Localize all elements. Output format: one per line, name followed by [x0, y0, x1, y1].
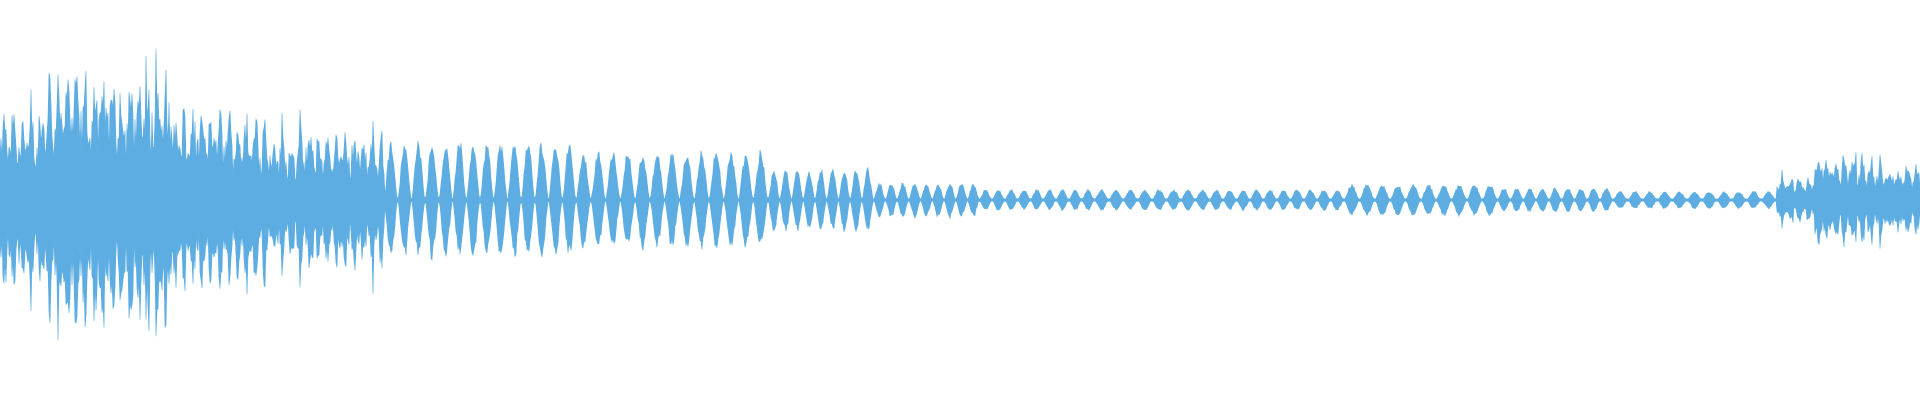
waveform-path — [0, 48, 1920, 341]
